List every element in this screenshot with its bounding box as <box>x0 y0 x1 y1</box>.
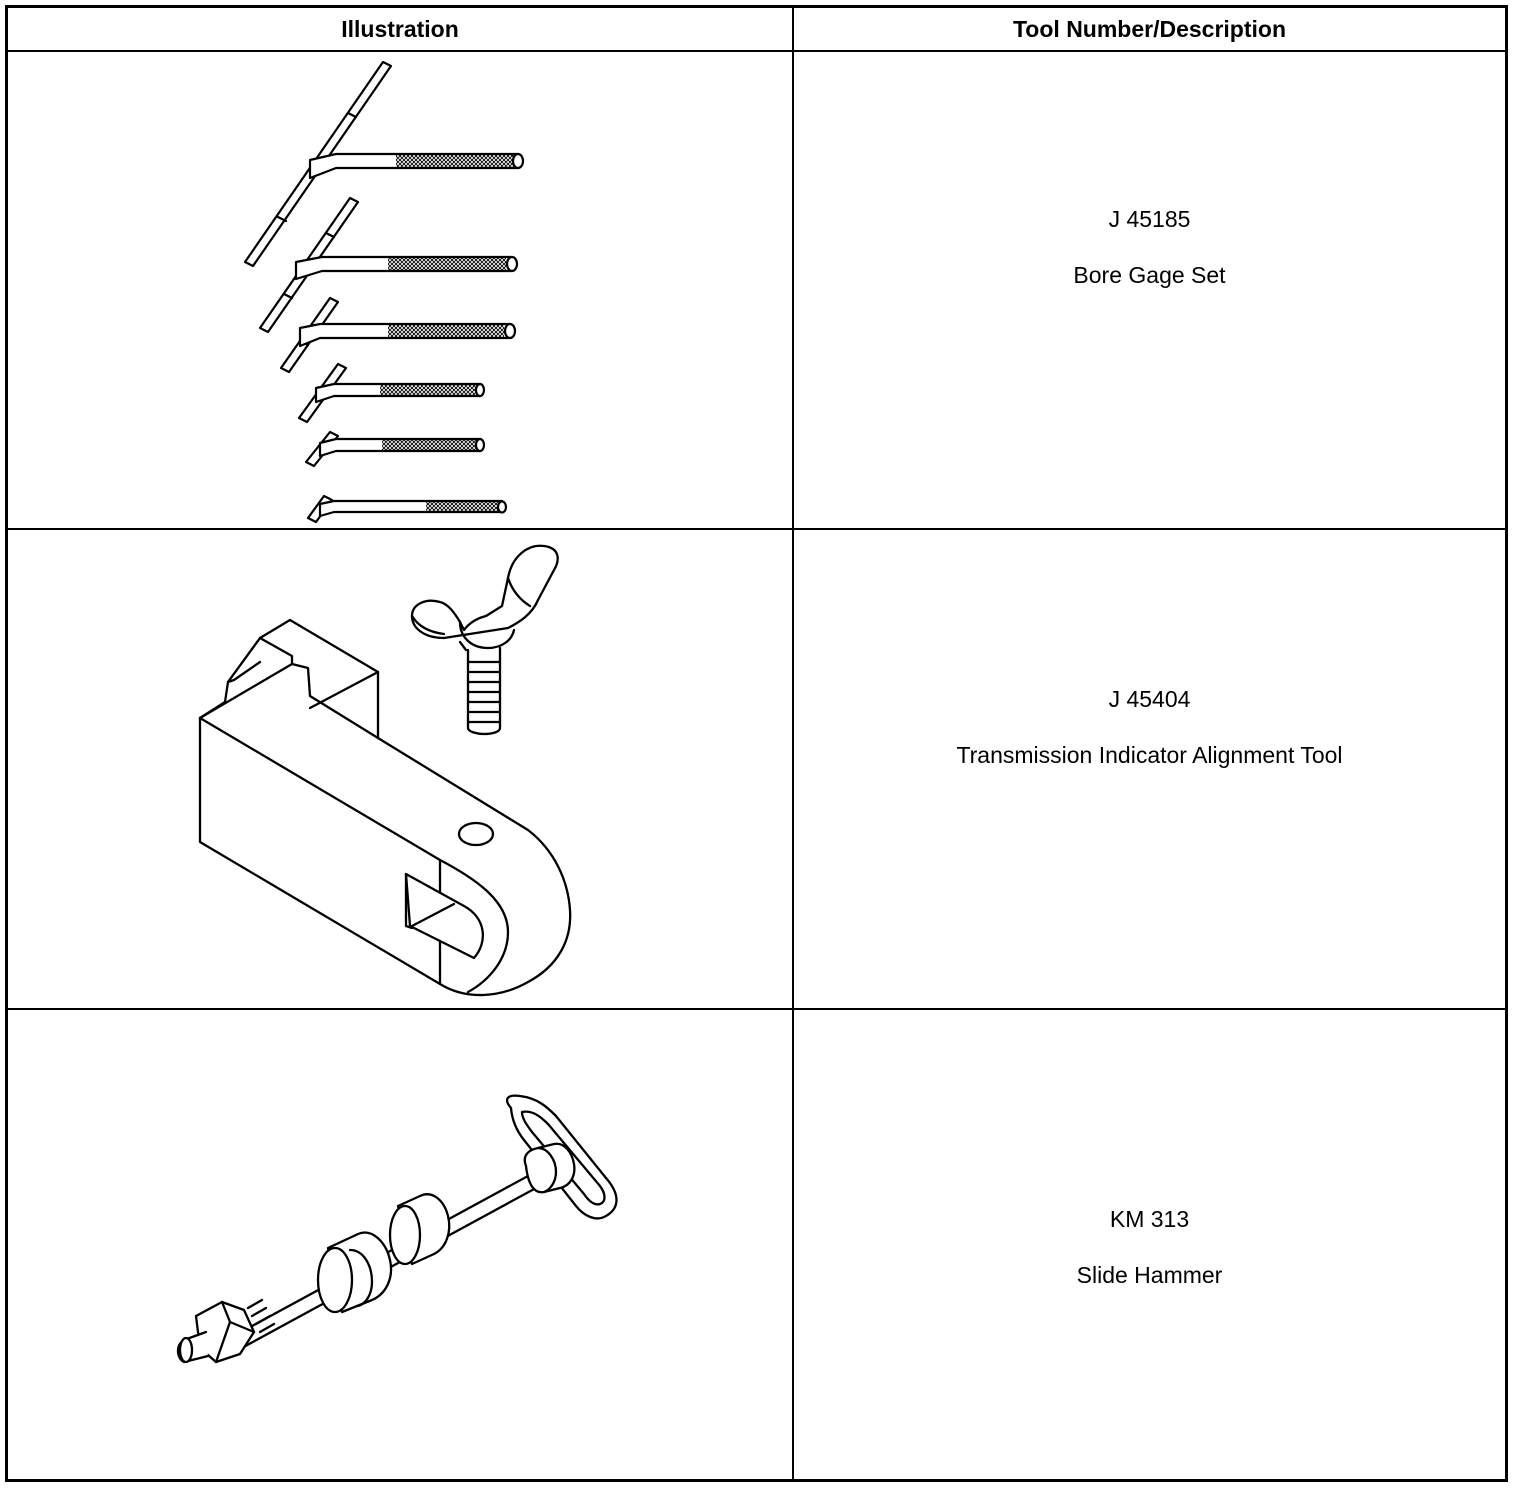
table-row: J 45404 Transmission Indicator Alignment… <box>794 686 1505 769</box>
table-row: KM 313 Slide Hammer <box>794 1206 1505 1289</box>
tool-description: Transmission Indicator Alignment Tool <box>956 742 1343 768</box>
row-divider <box>8 528 1505 530</box>
tool-description: Slide Hammer <box>1076 1262 1223 1288</box>
tool-number: J 45185 <box>1108 206 1191 232</box>
table-row-illustration <box>8 1010 792 1479</box>
table-row-illustration <box>8 530 792 1008</box>
table-row: J 45185 Bore Gage Set <box>794 206 1505 289</box>
header-illustration: Illustration <box>341 15 459 42</box>
row-divider <box>8 1008 1505 1010</box>
table-row-illustration <box>8 52 792 528</box>
slide-hammer-icon <box>176 1094 618 1364</box>
column-divider <box>792 8 794 1479</box>
bore-gage-set-icon <box>243 60 525 524</box>
tool-number: J 45404 <box>1108 686 1191 712</box>
tool-number: KM 313 <box>1109 1206 1190 1232</box>
alignment-tool-icon <box>198 544 572 997</box>
tool-table: Illustration Tool Number/Description <box>5 5 1508 1482</box>
header-divider <box>8 50 1505 52</box>
tool-description: Bore Gage Set <box>1073 262 1226 288</box>
header-tool-number-description: Tool Number/Description <box>1012 15 1287 42</box>
